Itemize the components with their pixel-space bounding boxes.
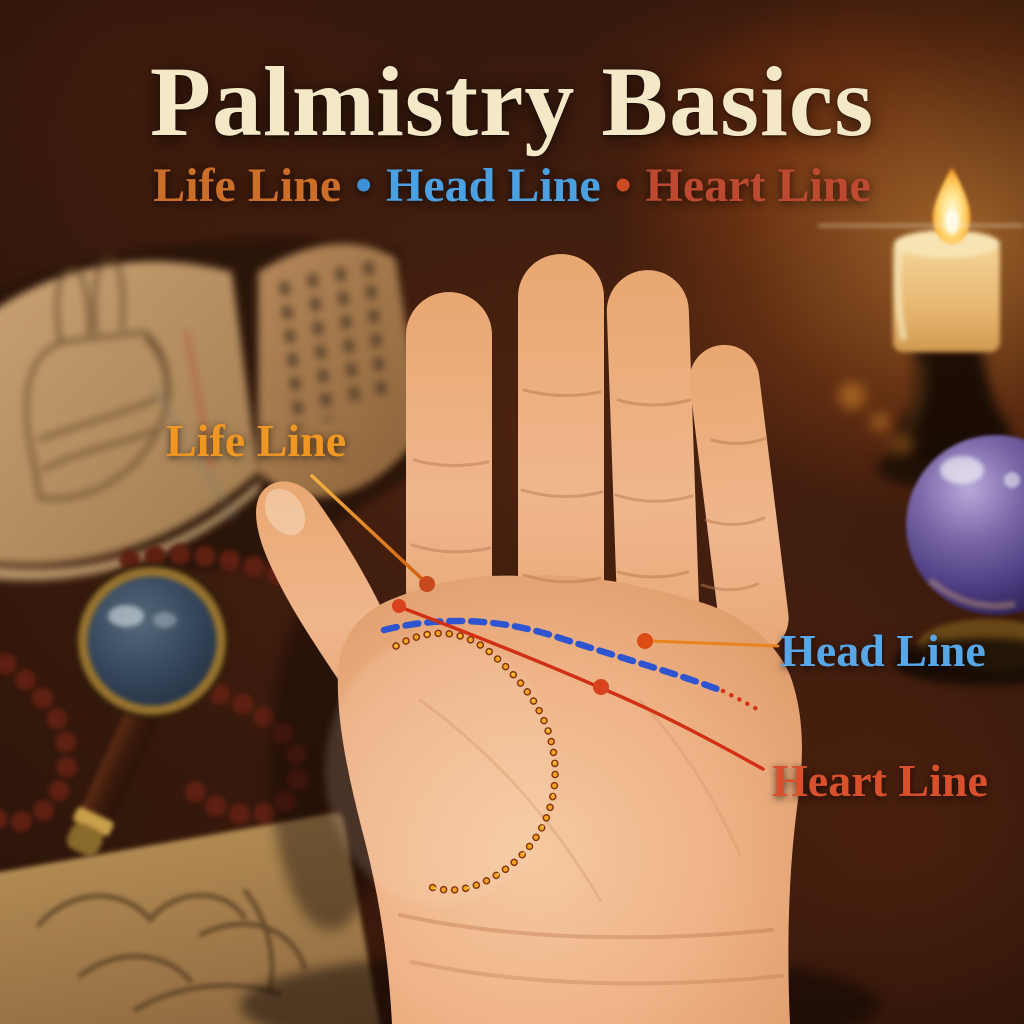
subtitle-heart-line: Heart Line — [645, 159, 871, 212]
subtitle-head-line: Head Line — [386, 159, 601, 212]
heart-line-label: Heart Line — [772, 755, 988, 806]
subtitle-life-line: Life Line — [153, 159, 342, 212]
thenar-highlight — [325, 635, 555, 905]
subtitle: Life Line•Head Line•Heart Line — [0, 158, 1024, 213]
head-line-dot — [637, 633, 653, 649]
head-line-label: Head Line — [780, 625, 986, 676]
page-title: Palmistry Basics — [149, 46, 875, 157]
subtitle-separator-2: • — [614, 159, 632, 212]
heart-line-start-dot — [392, 599, 406, 613]
life-line-label: Life Line — [166, 415, 347, 466]
open-palm-hand — [256, 254, 802, 1024]
life-line-dot — [419, 576, 435, 592]
heart-line-dot — [593, 679, 609, 695]
subtitle-separator-1: • — [355, 159, 373, 212]
